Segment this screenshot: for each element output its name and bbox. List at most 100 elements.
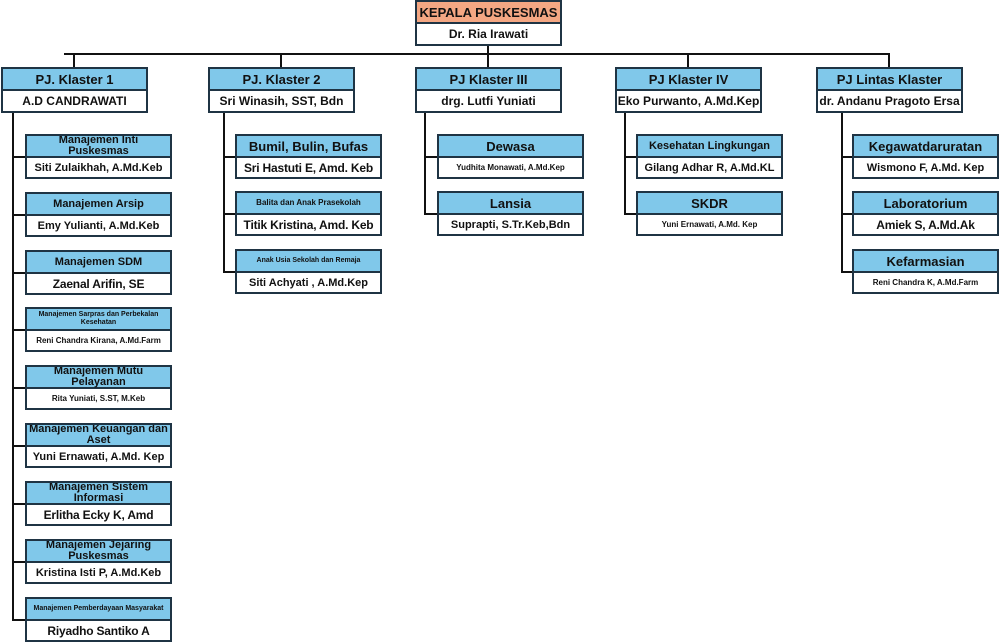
cluster-box-1: PJ. Klaster 1 A.D CANDRAWATI (1, 67, 148, 113)
box-name: Yuni Ernawati, A.Md. Kep (661, 220, 758, 229)
box-title: PJ Lintas Klaster (818, 69, 961, 91)
box-title: Manajemen Mutu Pelayanan (27, 367, 170, 389)
box-title: Kesehatan Lingkungan (638, 136, 781, 158)
box-title: PJ Klaster IV (617, 69, 760, 91)
box-name: Sri Winasih, SST, Bdn (219, 94, 344, 108)
box-name: Sri Hastuti E, Amd. Keb (244, 160, 373, 175)
connector-line (223, 213, 235, 215)
connector-line (624, 112, 626, 213)
box-name: dr. Andanu Pragoto Ersa (819, 94, 960, 108)
box-name: Reni Chandra K, A.Md.Farm (872, 278, 979, 287)
box-name: Titik Kristina, Amd. Keb (243, 217, 374, 232)
box-title: Lansia (439, 193, 582, 215)
connector-line (73, 54, 75, 67)
box-title: Balita dan Anak Prasekolah (237, 193, 380, 215)
connector-line (223, 156, 235, 158)
box-name: Yudhita Monawati, A.Md.Kep (456, 163, 565, 172)
connector-line (424, 156, 437, 158)
head-title: KEPALA PUSKESMAS (417, 2, 560, 24)
connector-line (12, 156, 25, 158)
connector-line (12, 329, 25, 331)
connector-line (424, 213, 437, 215)
connector-line (12, 387, 25, 389)
cluster-box-4: PJ Klaster IV Eko Purwanto, A.Md.Kep (615, 67, 762, 113)
box-title: SKDR (638, 193, 781, 215)
cluster-box-3: PJ Klaster III drg. Lutfi Yuniati (415, 67, 562, 113)
box-title: Laboratorium (854, 193, 997, 215)
connector-line (12, 445, 25, 447)
box-title: Kegawatdaruratan (854, 136, 997, 158)
cluster-box-2: PJ. Klaster 2 Sri Winasih, SST, Bdn (208, 67, 355, 113)
connector-line (12, 503, 25, 505)
connector-line (888, 54, 890, 67)
box-title: Kefarmasian (854, 251, 997, 273)
connector-line (687, 54, 689, 67)
box-name: Emy Yulianti, A.Md.Keb (37, 219, 160, 232)
box-name: Zaenal Arifin, SE (52, 276, 145, 291)
box-title: Manajemen SDM (27, 252, 170, 274)
connector-line (841, 271, 852, 273)
box-title: Manajemen Jejaring Puskesmas (27, 541, 170, 563)
box-name: Siti Zulaikhah, A.Md.Keb (34, 161, 163, 174)
box-name: Rita Yuniati, S.ST, M.Keb (51, 394, 146, 403)
connector-line (12, 214, 25, 216)
connector-line (841, 213, 852, 215)
box-title: PJ Klaster III (417, 69, 560, 91)
box-title: Bumil, Bulin, Bufas (237, 136, 380, 158)
box-name: Gilang Adhar R, A.Md.KL (644, 161, 775, 174)
connector-line (223, 112, 225, 271)
connector-line (12, 561, 25, 563)
unit-box: Manajemen SDM Zaenal Arifin, SE (25, 250, 172, 295)
box-name: Siti Achyati , A.Md.Kep (249, 276, 368, 289)
connector-line (487, 54, 489, 67)
connector-line (624, 156, 636, 158)
box-name: Kristina Isti P, A.Md.Keb (35, 566, 162, 579)
box-name: Riyadho Santiko A (47, 623, 150, 638)
box-name: Suprapti, S.Tr.Keb,Bdn (450, 218, 571, 231)
box-title: Manajemen Sarpras dan Perbekalan Kesehat… (27, 309, 170, 331)
unit-box: SKDR Yuni Ernawati, A.Md. Kep (636, 191, 783, 236)
box-title: Anak Usia Sekolah dan Remaja (237, 251, 380, 273)
connector-line (424, 112, 426, 213)
connector-line (841, 156, 852, 158)
box-name: A.D CANDRAWATI (22, 94, 127, 108)
box-name: Reni Chandra Kirana, A.Md.Farm (36, 336, 161, 345)
box-title: Manajemen Arsip (27, 194, 170, 216)
box-name: drg. Lutfi Yuniati (441, 94, 536, 108)
box-title: Manajemen Keuangan dan Aset (27, 425, 170, 447)
cluster-box-5: PJ Lintas Klaster dr. Andanu Pragoto Ersa (816, 67, 963, 113)
box-name: Eko Purwanto, A.Md.Kep (617, 94, 760, 108)
connector-line (12, 272, 25, 274)
box-title: Manajemen Inti Puskesmas (27, 136, 170, 158)
unit-box: Manajemen Sarpras dan Perbekalan Kesehat… (25, 307, 172, 352)
box-title: PJ. Klaster 2 (210, 69, 353, 91)
box-name: Amiek S, A.Md.Ak (876, 217, 975, 232)
connector-line (12, 112, 14, 619)
connector-line (223, 271, 235, 273)
box-name: Erlitha Ecky K, Amd (43, 507, 154, 522)
connector-line (64, 53, 890, 55)
box-title: Manajemen Sistem Informasi (27, 483, 170, 505)
connector-line (487, 45, 489, 54)
connector-line (12, 619, 25, 621)
connector-line (841, 112, 843, 271)
box-title: PJ. Klaster 1 (3, 69, 146, 91)
head-box: KEPALA PUSKESMAS Dr. Ria Irawati (415, 0, 562, 46)
